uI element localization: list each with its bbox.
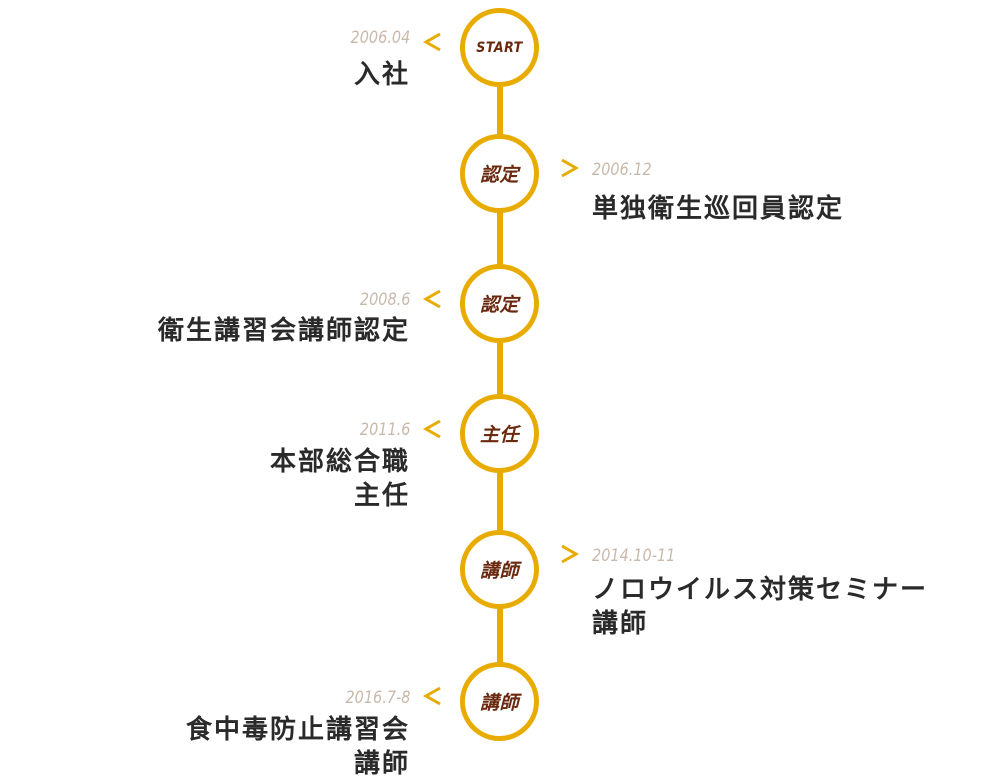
timeline-connector — [497, 466, 503, 536]
milestone-event: 衛生講習会講師認定 — [157, 316, 410, 346]
milestone-event: 入社 — [353, 60, 410, 90]
milestone-event: ノロウイルス対策セミナー 講師 — [592, 575, 929, 639]
milestone-node-label: 講師 — [479, 692, 519, 714]
milestone-node: 主任 — [460, 394, 539, 473]
milestone-node-label: 講師 — [479, 560, 519, 582]
timeline-connector — [497, 336, 503, 401]
milestone-date: 2014.10-11 — [592, 546, 676, 566]
milestone-date: 2011.6 — [359, 420, 410, 440]
milestone-node: 認定 — [460, 134, 539, 213]
milestone-node: 認定 — [460, 264, 539, 343]
timeline-connector — [497, 206, 503, 271]
chevron-left-icon — [422, 686, 441, 706]
timeline-connector — [497, 80, 503, 145]
milestone-node-label: 認定 — [479, 294, 519, 316]
chevron-right-icon — [561, 158, 580, 178]
chevron-left-icon — [422, 289, 441, 309]
milestone-node-label: 主任 — [479, 424, 519, 446]
milestone-node: START — [460, 8, 539, 87]
milestone-date: 2016.7-8 — [345, 688, 410, 708]
milestone-event: 単独衛生巡回員認定 — [592, 194, 845, 224]
chevron-left-icon — [422, 419, 441, 439]
milestone-event: 本部総合職 主任 — [269, 447, 410, 511]
milestone-date: 2006.04 — [350, 28, 410, 48]
chevron-left-icon — [422, 32, 441, 52]
milestone-date: 2006.12 — [592, 160, 652, 180]
milestone-node: 講師 — [460, 530, 539, 609]
milestone-date: 2008.6 — [359, 290, 410, 310]
milestone-node-label: START — [476, 39, 523, 56]
milestone-event: 食中毒防止講習会 講師 — [185, 715, 410, 779]
timeline-connector — [497, 604, 503, 668]
chevron-right-icon — [561, 544, 580, 564]
milestone-node: 講師 — [460, 662, 539, 741]
milestone-node-label: 認定 — [479, 164, 519, 186]
